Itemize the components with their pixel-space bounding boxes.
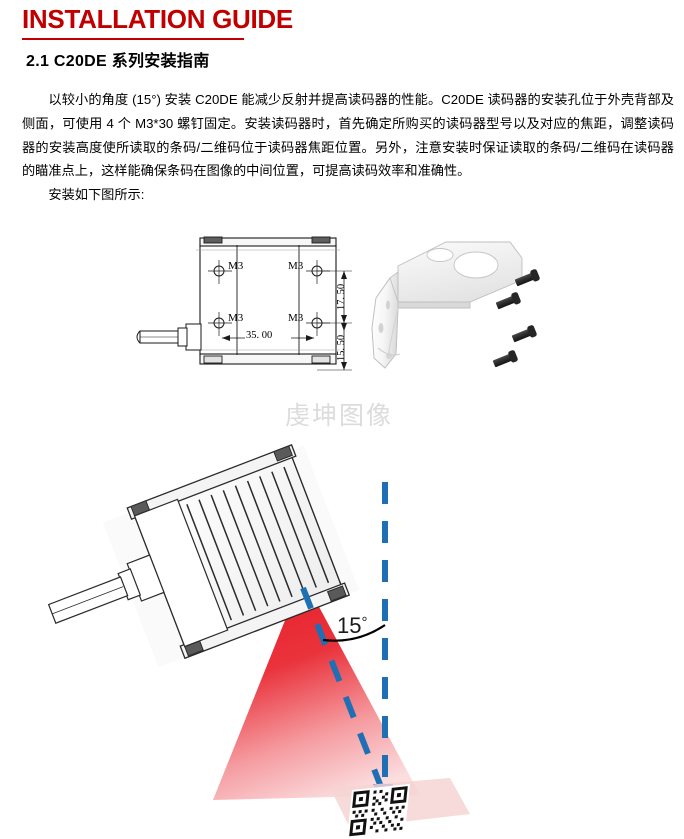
reader-housing xyxy=(199,237,337,365)
page-title: INSTALLATION GUIDE xyxy=(22,4,293,34)
dimension-horizontal: 35. 00 xyxy=(222,329,314,341)
housing-divisions xyxy=(236,245,300,355)
datamatrix-code xyxy=(346,783,410,839)
mounting-screws xyxy=(492,269,540,368)
watermark-text: 虔坤图像 xyxy=(285,401,394,430)
figure-angle-diagram xyxy=(0,440,684,839)
mounting-bracket xyxy=(371,241,523,369)
title-underline xyxy=(22,38,244,40)
dimension-vertical-upper-value: 17. 50 xyxy=(336,284,347,310)
paragraph-figure-lead: 安装如下图所示: xyxy=(48,187,145,203)
angle-arc xyxy=(322,624,386,642)
screw xyxy=(514,269,540,287)
body-text: 以较小的角度 (15°) 安装 C20DE 能减少反射并提高读码器的性能。C20… xyxy=(22,88,674,207)
reader-3d xyxy=(47,444,360,668)
dimension-horizontal-value: 35. 00 xyxy=(246,330,272,341)
guide-lines xyxy=(196,249,340,351)
screw xyxy=(492,350,518,368)
corner-tabs xyxy=(203,236,331,364)
cable-connector xyxy=(136,323,202,351)
angle-label: 15° xyxy=(337,613,367,639)
dimension-vertical: 17. 50 15. 50 xyxy=(317,270,352,371)
figure-mechanical-drawing: M3 M3 M3 M3 35. 00 17. 50 15. 50 xyxy=(0,228,684,403)
hole-label-top-right: M3 xyxy=(288,260,304,272)
angle-degree-symbol: ° xyxy=(361,614,368,631)
screw xyxy=(495,292,521,310)
screw xyxy=(511,325,537,343)
paragraph-intro: 以较小的角度 (15°) 安装 C20DE 能减少反射并提高读码器的性能。C20… xyxy=(22,92,674,179)
section-heading: 2.1 C20DE 系列安装指南 xyxy=(26,53,210,70)
hole-label-bottom-left: M3 xyxy=(228,312,244,324)
hole-label-bottom-right: M3 xyxy=(288,312,304,324)
angle-value: 15 xyxy=(337,613,362,638)
hole-label-top-left: M3 xyxy=(228,260,244,272)
hole-labels: M3 M3 M3 M3 xyxy=(228,260,304,324)
dimension-vertical-lower-value: 15. 50 xyxy=(336,335,347,361)
